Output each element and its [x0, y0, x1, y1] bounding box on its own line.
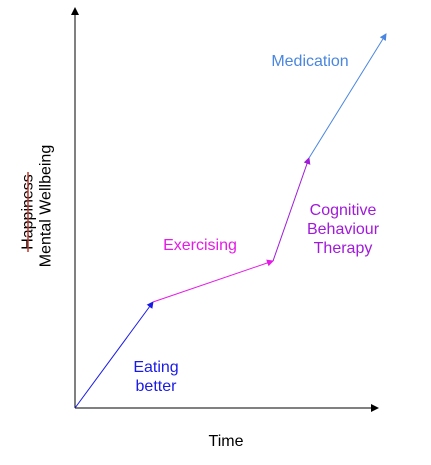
x-axis-label: Time — [208, 433, 244, 450]
label-cbt: Cognitive Behaviour Therapy — [293, 201, 393, 258]
label-cbt-line-2: Behaviour — [306, 221, 380, 238]
label-medication: Medication — [258, 52, 362, 71]
label-exercising-line-1: Exercising — [163, 237, 237, 254]
label-medication-line-1: Medication — [271, 53, 349, 70]
segment-cbt — [272, 157, 311, 262]
label-cbt-line-1: Cognitive — [309, 202, 377, 219]
y-axis-label: Mental Wellbeing — [38, 145, 55, 267]
label-eating-better-line-2: better — [135, 378, 177, 395]
label-cbt-line-3: Therapy — [313, 240, 373, 257]
label-exercising: Exercising — [150, 236, 250, 255]
label-eating-better-line-1: Eating — [133, 359, 179, 376]
label-eating-better: Eating better — [116, 358, 196, 396]
segment-medication — [308, 33, 387, 159]
segment-eating-better — [74, 301, 154, 409]
segment-exercising — [152, 259, 274, 303]
